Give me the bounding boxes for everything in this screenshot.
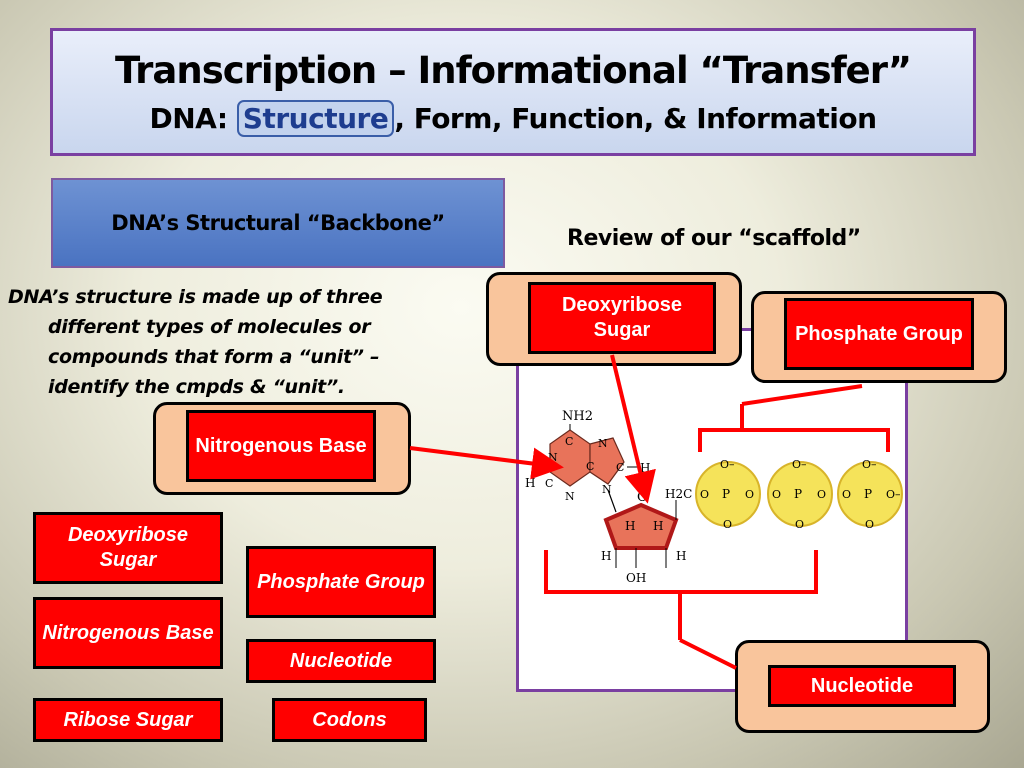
bridge-o-3: O xyxy=(772,488,781,501)
bridge-o-4: O xyxy=(817,488,826,501)
subtitle-suffix: , Form, Function, & Information xyxy=(394,102,877,135)
review-heading: Review of our “scaffold” xyxy=(567,226,861,251)
phosphate-chain: O P O O P O O P O– O– O– O– O O O xyxy=(695,458,903,531)
o-minus-end: O– xyxy=(886,488,901,501)
slide-title: Transcription – Informational “Transfer” xyxy=(114,49,912,92)
p-atom-2: P xyxy=(794,487,802,501)
phosphate-bracket xyxy=(698,428,890,452)
bridge-o-2: O xyxy=(745,488,754,501)
arrow-base xyxy=(409,446,564,480)
phosphate-circle-2 xyxy=(767,461,833,527)
option-nitrogenous-base[interactable]: Nitrogenous Base xyxy=(33,597,223,669)
p-atom-1: P xyxy=(722,487,730,501)
atom-h3: H xyxy=(625,519,635,533)
arrow-sugar xyxy=(610,354,656,504)
o-bottom-1: O xyxy=(723,518,732,531)
option-ribose-sugar[interactable]: Ribose Sugar xyxy=(33,698,223,742)
atom-c1: C xyxy=(565,435,573,448)
section-label: DNA’s Structural “Backbone” xyxy=(51,178,505,268)
callout-sugar-label: Deoxyribose Sugar xyxy=(528,282,716,354)
phosphate-circle-3 xyxy=(837,461,903,527)
atom-n4: N xyxy=(602,483,612,496)
atom-h6: H xyxy=(676,549,686,563)
subtitle-highlight: Structure xyxy=(236,100,395,137)
atom-h2: H xyxy=(640,461,650,475)
o-bottom-3: O xyxy=(865,518,874,531)
arrow-phosphate-stem xyxy=(741,384,863,406)
o-bottom-2: O xyxy=(795,518,804,531)
callout-phosphate-label: Phosphate Group xyxy=(784,298,974,370)
prompt-text: DNA’s structure is made up of three diff… xyxy=(8,286,383,398)
atom-h1: H xyxy=(525,476,535,490)
slide-subtitle: DNA: Structure, Form, Function, & Inform… xyxy=(53,100,973,137)
option-codons[interactable]: Codons xyxy=(272,698,427,742)
base-ring-five xyxy=(589,437,625,485)
sugar-ring xyxy=(603,502,679,550)
atom-c4: C xyxy=(616,461,624,474)
bridge-o-5: O xyxy=(842,488,851,501)
atom-c2: C xyxy=(545,477,553,490)
glycosidic-bond xyxy=(607,489,617,513)
bridge-o-1: O xyxy=(700,488,709,501)
o-minus-top-1: O– xyxy=(720,458,735,471)
option-phosphate-group[interactable]: Phosphate Group xyxy=(246,546,436,618)
callout-nucleotide-label: Nucleotide xyxy=(768,665,956,707)
h2c-label: H2C xyxy=(665,487,692,501)
phosphate-circle-1 xyxy=(695,461,761,527)
o-minus-top-3: O– xyxy=(862,458,877,471)
o-minus-top-2: O– xyxy=(792,458,807,471)
subtitle-prefix: DNA: xyxy=(149,102,237,135)
atom-c3: C xyxy=(586,460,594,473)
oh-label: OH xyxy=(626,571,646,585)
callout-base-label: Nitrogenous Base xyxy=(186,410,376,482)
nh2-label: NH2 xyxy=(562,409,593,424)
p-atom-3: P xyxy=(864,487,872,501)
option-nucleotide[interactable]: Nucleotide xyxy=(246,639,436,683)
red-brackets xyxy=(544,404,890,640)
arrow-nucleotide-stem xyxy=(679,638,737,670)
atom-h5: H xyxy=(601,549,611,563)
atom-h4: H xyxy=(653,519,663,533)
title-box: Transcription – Informational “Transfer”… xyxy=(50,28,976,156)
option-deoxyribose-sugar[interactable]: Deoxyribose Sugar xyxy=(33,512,223,584)
atom-n3: N xyxy=(598,437,608,450)
atom-n2: N xyxy=(565,490,575,503)
